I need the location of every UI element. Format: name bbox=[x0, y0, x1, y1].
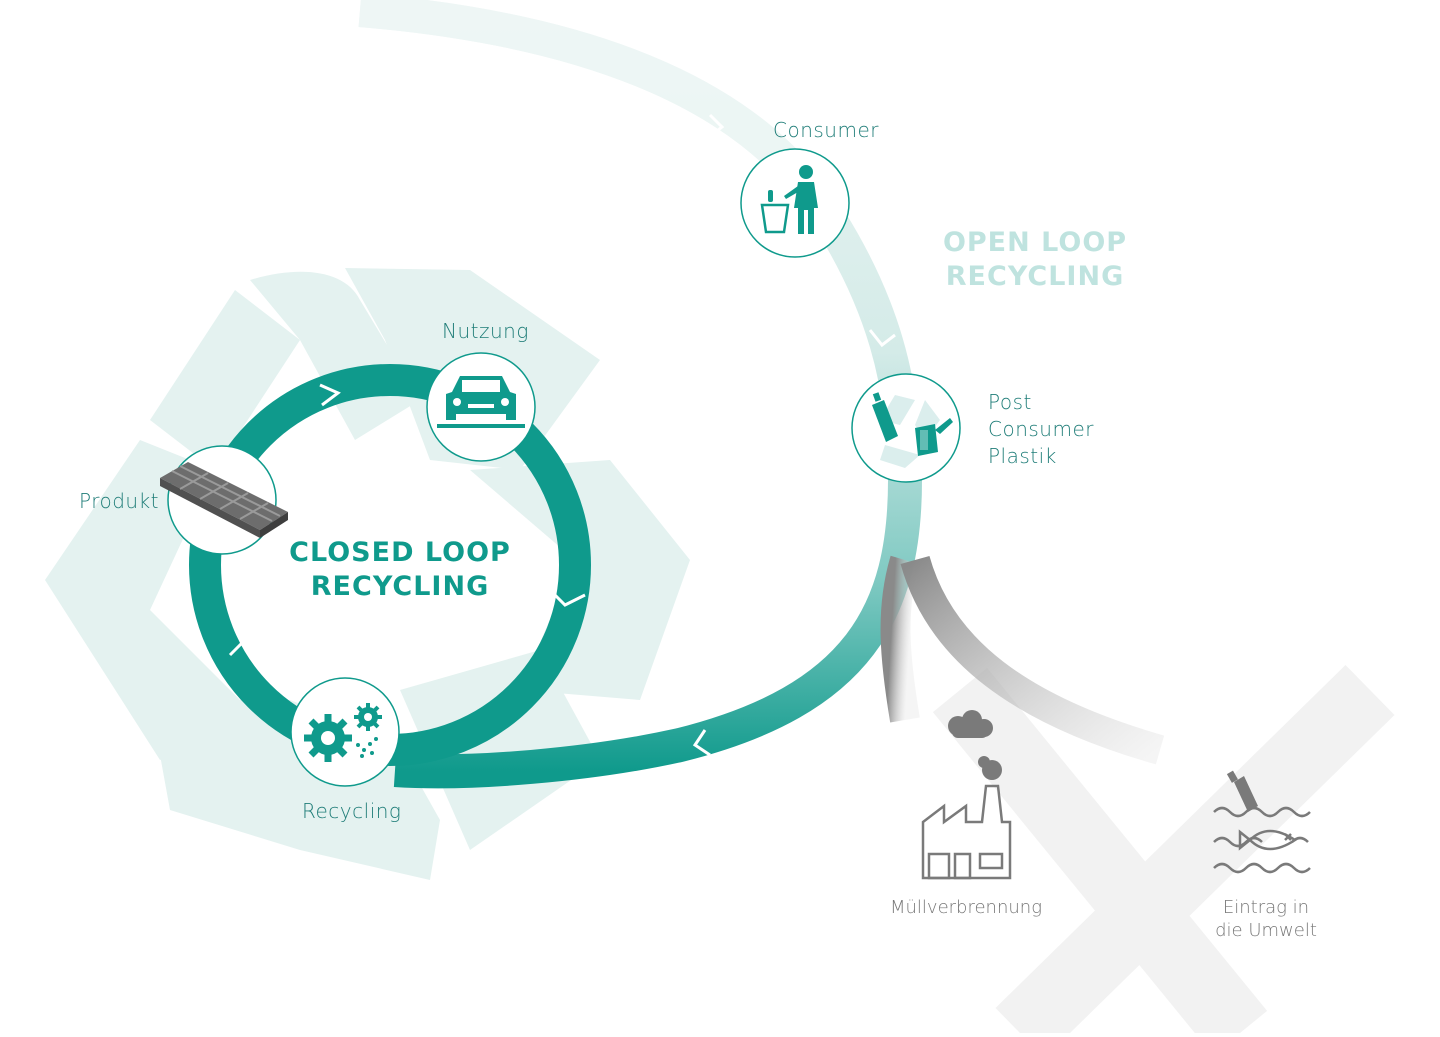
label-recycling: Recycling bbox=[302, 799, 402, 823]
node-produkt bbox=[160, 445, 288, 555]
gears-icon bbox=[304, 703, 382, 762]
label-post-line1: Post bbox=[988, 390, 1032, 414]
person-trash-icon bbox=[760, 165, 818, 234]
closed-loop-title-line2: RECYCLING bbox=[310, 571, 490, 602]
ring-chevrons bbox=[228, 113, 896, 757]
label-post-consumer-plastik: Post Consumer Plastik bbox=[988, 389, 1094, 470]
canister-icon bbox=[915, 418, 953, 456]
environment-branch bbox=[900, 555, 1165, 765]
label-eintrag-umwelt: Eintrag in die Umwelt bbox=[1190, 896, 1342, 942]
node-nutzung bbox=[426, 352, 536, 462]
open-loop-title: OPEN LOOP RECYCLING bbox=[925, 226, 1145, 294]
label-consumer: Consumer bbox=[773, 118, 879, 142]
factory-icon bbox=[921, 784, 1012, 880]
floating-bottle-icon bbox=[1226, 770, 1258, 812]
node-recycling bbox=[290, 677, 400, 787]
background-cross bbox=[932, 665, 1395, 1037]
bottle-icon bbox=[872, 392, 898, 442]
label-post-line2: Consumer bbox=[988, 417, 1094, 441]
smoke-cloud-icon bbox=[948, 710, 1002, 780]
node-post-consumer bbox=[851, 373, 961, 483]
incineration-branch bbox=[880, 555, 920, 723]
closed-loop-title: CLOSED LOOP RECYCLING bbox=[260, 536, 540, 604]
grate-product-icon bbox=[160, 462, 288, 538]
label-eintrag-line2: die Umwelt bbox=[1215, 920, 1317, 941]
open-loop-title-line1: OPEN LOOP bbox=[942, 227, 1128, 258]
node-consumer bbox=[740, 148, 850, 258]
label-eintrag-line1: Eintrag in bbox=[1222, 897, 1310, 918]
car-icon bbox=[437, 376, 525, 428]
label-nutzung: Nutzung bbox=[442, 319, 529, 343]
closed-loop-title-line1: CLOSED LOOP bbox=[289, 537, 511, 568]
ocean-pollution-icon bbox=[1213, 806, 1311, 874]
label-post-line3: Plastik bbox=[988, 444, 1057, 468]
open-loop-title-line2: RECYCLING bbox=[945, 261, 1125, 292]
label-muellverbrennung: Müllverbrennung bbox=[889, 897, 1042, 918]
label-produkt: Produkt bbox=[79, 489, 160, 513]
